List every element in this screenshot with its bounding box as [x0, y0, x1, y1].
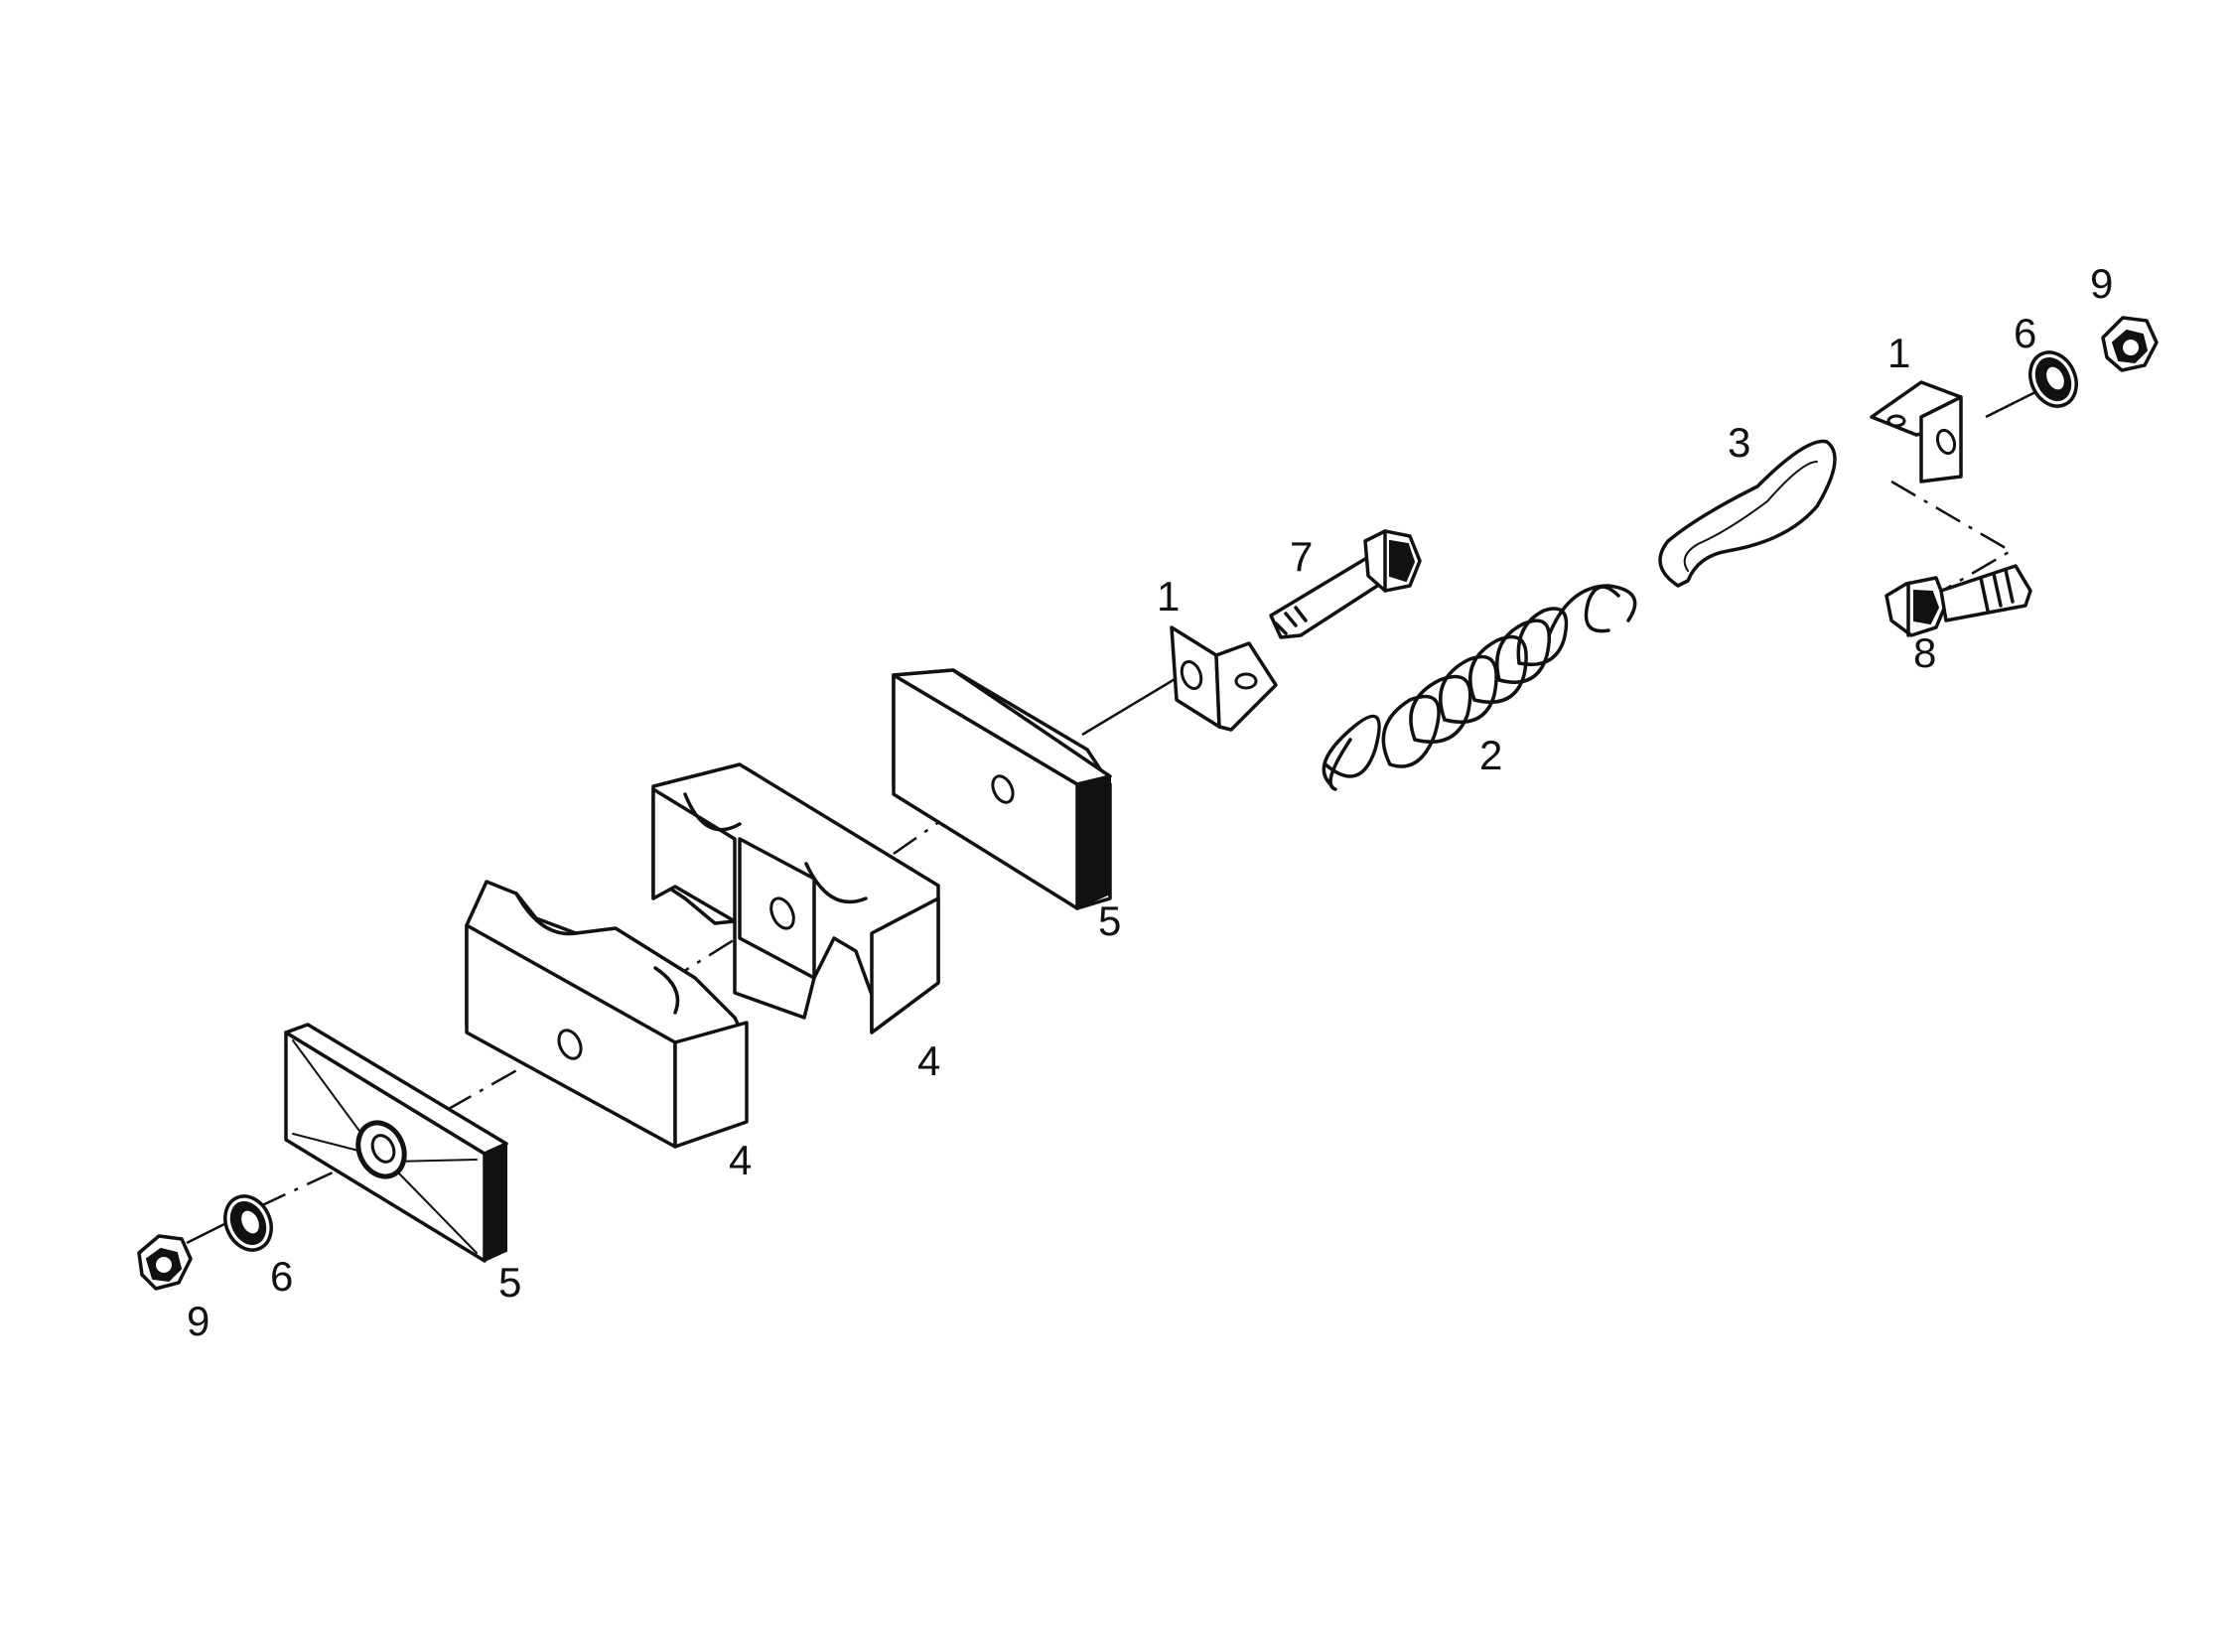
label-nut-right: 9 — [2090, 260, 2113, 307]
label-washer-right: 6 — [2014, 310, 2036, 356]
label-bracket-right: 1 — [1887, 330, 1910, 376]
angle-bracket-right — [1870, 380, 1963, 483]
hex-bolt-long — [1269, 529, 1422, 639]
label-plate-rear: 5 — [1098, 897, 1121, 944]
clamp-block-rear — [651, 762, 940, 1034]
label-bolt-short: 8 — [1913, 629, 1936, 676]
part-labels: 1 1 2 3 4 4 5 5 6 6 7 8 9 9 — [187, 260, 2113, 1344]
label-plate-front: 5 — [498, 1259, 521, 1306]
clamp-block-front — [465, 880, 749, 1149]
label-block-rear: 4 — [917, 1037, 940, 1084]
assembly-axis-lines — [186, 385, 2046, 1245]
coil-spring — [1322, 584, 1637, 791]
label-block-front: 4 — [729, 1137, 752, 1183]
label-spring: 2 — [1479, 732, 1502, 778]
washer-right — [2028, 350, 2078, 408]
hex-bolt-short — [1884, 564, 2032, 637]
hex-nut-right — [2101, 316, 2159, 372]
label-bracket-left: 1 — [1157, 573, 1180, 620]
label-washer-left: 6 — [270, 1253, 293, 1300]
label-clip: 3 — [1728, 419, 1750, 466]
pear-clip — [1658, 439, 1837, 588]
hex-nut-left — [137, 1234, 193, 1291]
plate-rear — [892, 668, 1112, 910]
label-bolt-long: 7 — [1290, 533, 1313, 580]
angle-bracket-left — [1170, 625, 1278, 732]
plate-front — [283, 1023, 509, 1263]
washer-left — [223, 1194, 273, 1252]
label-nut-left: 9 — [187, 1298, 209, 1344]
